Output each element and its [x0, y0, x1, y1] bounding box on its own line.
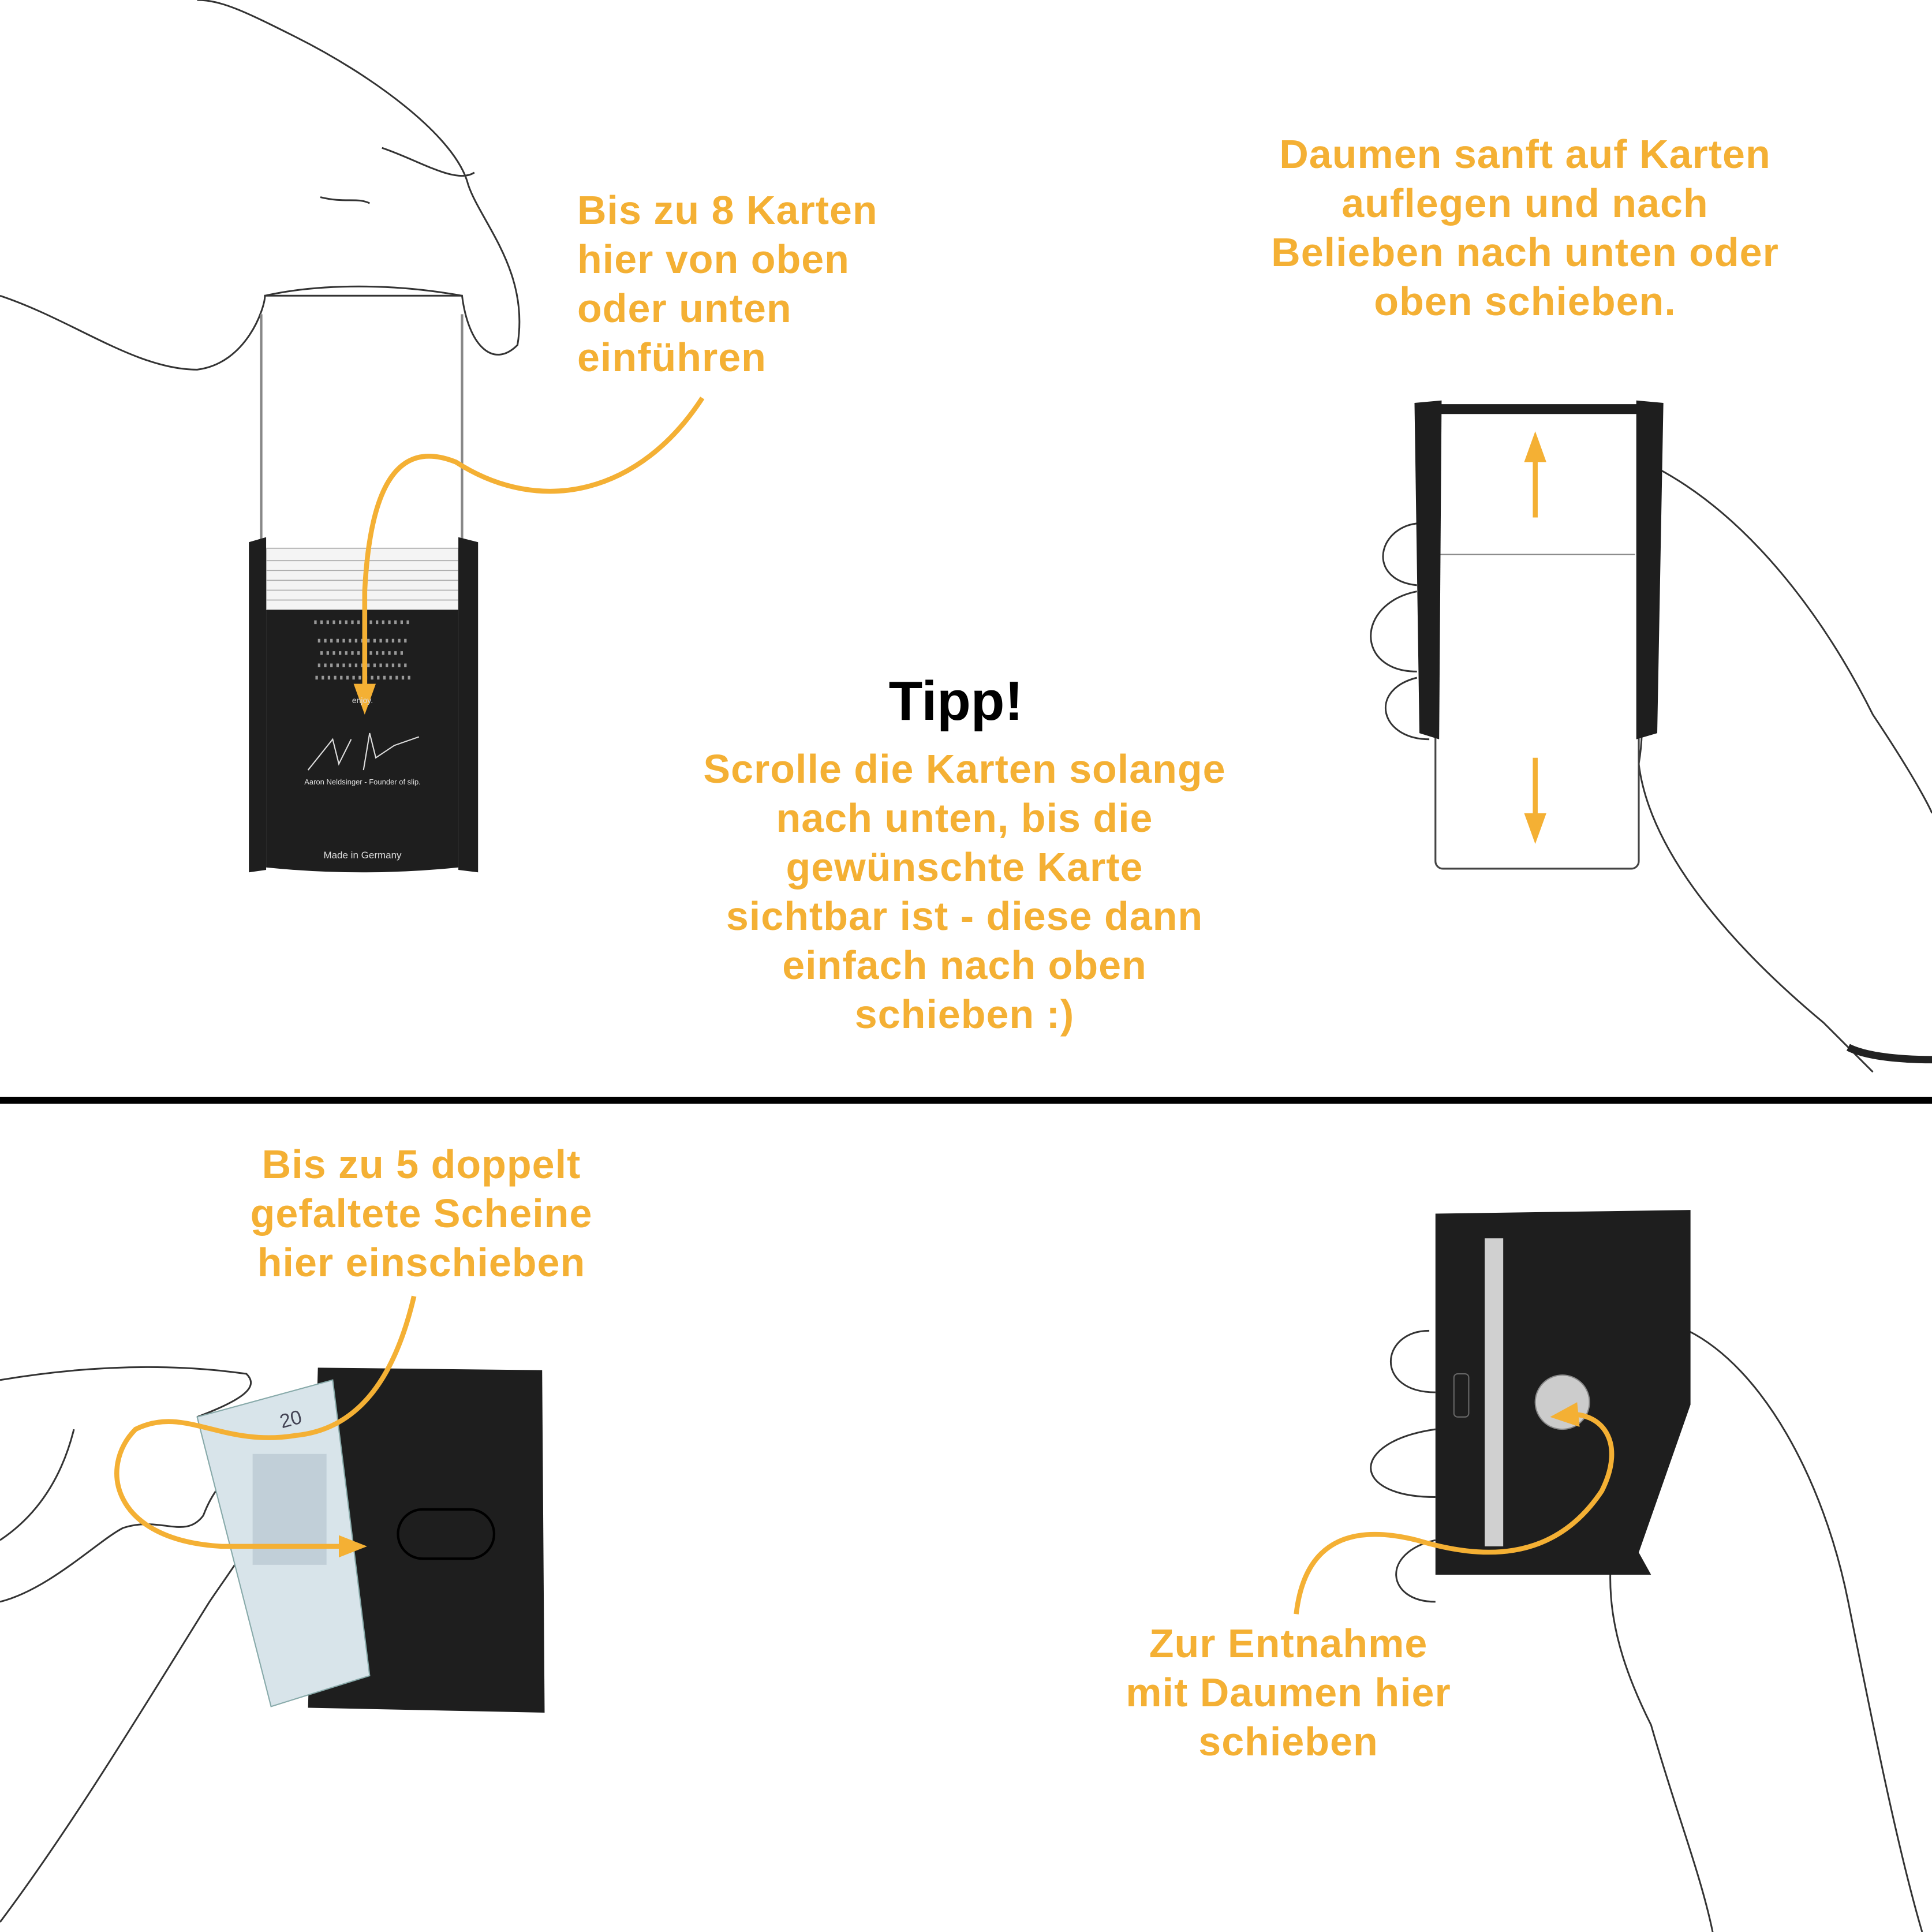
- arrow-cards-insert: [362, 397, 705, 709]
- arrow-head-icon: [353, 683, 376, 715]
- label-line: gefaltete Scheine: [250, 1191, 593, 1236]
- wallet-bottom-right: [1435, 1210, 1691, 1575]
- label-line: Bis zu 5 doppelt: [261, 1142, 581, 1187]
- tip-line: schieben :): [854, 992, 1075, 1037]
- tip-line: gewünschte Karte: [786, 844, 1143, 890]
- wallet-print-made-in: Made in Germany: [323, 850, 402, 861]
- arrow-up-icon: [1524, 431, 1546, 518]
- label-line: Bis zu 8 Karten: [577, 188, 878, 233]
- label-line: hier einschieben: [257, 1240, 586, 1285]
- label-thumb-scroll: Daumen sanft auf Karten auflegen und nac…: [1271, 130, 1779, 326]
- label-line: einführen: [577, 335, 767, 380]
- arrow-head-icon: [339, 1535, 368, 1558]
- label-line: Daumen sanft auf Karten: [1279, 132, 1771, 177]
- label-line: oder unten: [577, 286, 792, 331]
- arrow-down-icon: [1524, 757, 1546, 844]
- tip-line: sichtbar ist - diese dann: [726, 894, 1204, 939]
- label-line: Zur Entnahme: [1149, 1621, 1428, 1666]
- wallet-top-right: [1414, 400, 1664, 870]
- label-line: oben schieben.: [1374, 279, 1676, 324]
- label-remove: Zur Entnahme mit Daumen hier schieben: [1126, 1619, 1451, 1766]
- label-cards-insert: Bis zu 8 Karten hier von oben oder unten…: [577, 186, 878, 382]
- tip-line: einfach nach oben: [782, 943, 1147, 988]
- label-line: schieben: [1198, 1719, 1378, 1764]
- arrow-remove: [1294, 1411, 1615, 1615]
- label-line: hier von oben: [577, 237, 850, 282]
- wallet-print-signature-caption: Aaron Neldsinger - Founder of slip.: [304, 778, 421, 786]
- tip-line: Scrolle die Karten solange: [703, 746, 1226, 791]
- label-line: mit Daumen hier: [1126, 1670, 1451, 1715]
- label-line: Belieben nach unten oder: [1271, 230, 1779, 275]
- arrow-head-icon: [1550, 1402, 1580, 1427]
- label-bills-insert: Bis zu 5 doppelt gefaltete Scheine hier …: [251, 1140, 593, 1287]
- thumb-slider: [1534, 1374, 1590, 1430]
- section-divider: [0, 1097, 1932, 1104]
- wallet-bottom-left: [196, 1367, 545, 1713]
- tip-title: Tipp!: [888, 670, 1023, 732]
- label-line: auflegen und nach: [1341, 181, 1709, 226]
- tip-body: Scrolle die Karten solange nach unten, b…: [703, 745, 1225, 1039]
- wallet-print-enjoy: enjoy.: [352, 696, 373, 705]
- arrow-bills-insert: [114, 1295, 417, 1549]
- tip-line: nach unten, bis die: [776, 795, 1153, 840]
- hand-top-left-illustration: [0, 0, 521, 371]
- wallet-top-left: [249, 314, 479, 873]
